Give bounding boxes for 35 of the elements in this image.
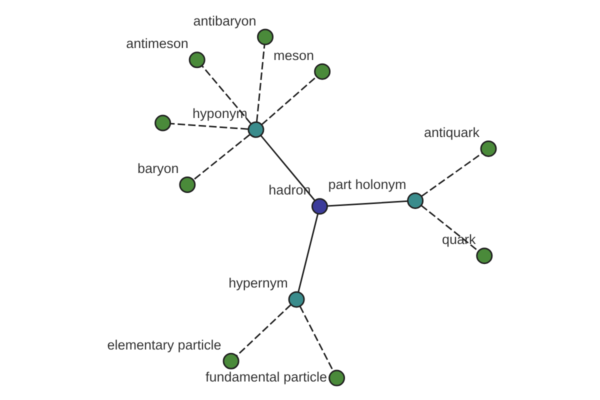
node-circle bbox=[328, 370, 345, 386]
node-label: antibaryon bbox=[192, 13, 256, 28]
node-circle bbox=[178, 176, 196, 193]
connector bbox=[326, 200, 408, 207]
node-circle bbox=[476, 248, 492, 264]
connector bbox=[201, 65, 252, 124]
node-label: hypernym bbox=[228, 276, 288, 291]
node-circle bbox=[406, 192, 424, 209]
node-label: baryon bbox=[136, 161, 178, 176]
connector bbox=[297, 214, 318, 292]
node-circle bbox=[247, 121, 264, 138]
node-circle bbox=[288, 291, 304, 308]
connector bbox=[170, 122, 248, 130]
node-circle bbox=[480, 140, 496, 157]
node-label: part holonym bbox=[328, 177, 406, 192]
connector bbox=[256, 44, 265, 122]
node-label: elementary particle bbox=[106, 337, 221, 352]
connector bbox=[192, 134, 250, 180]
node-circle bbox=[188, 52, 205, 68]
node-label: antimeson bbox=[126, 36, 188, 52]
node-circle bbox=[256, 28, 274, 46]
node-label: quark bbox=[442, 232, 476, 248]
node-circle bbox=[222, 352, 239, 370]
node-circle bbox=[154, 114, 171, 132]
connector bbox=[420, 152, 482, 197]
node-label: fundamental particle bbox=[204, 369, 327, 384]
node-label: hyponym bbox=[192, 106, 247, 121]
node-circle bbox=[314, 63, 330, 80]
node-circle bbox=[310, 198, 328, 215]
node-label: antiquark bbox=[423, 125, 480, 140]
connector bbox=[298, 306, 334, 372]
connector bbox=[420, 204, 478, 252]
connector bbox=[260, 76, 316, 126]
connector bbox=[236, 304, 291, 356]
node-label: meson bbox=[273, 48, 314, 63]
